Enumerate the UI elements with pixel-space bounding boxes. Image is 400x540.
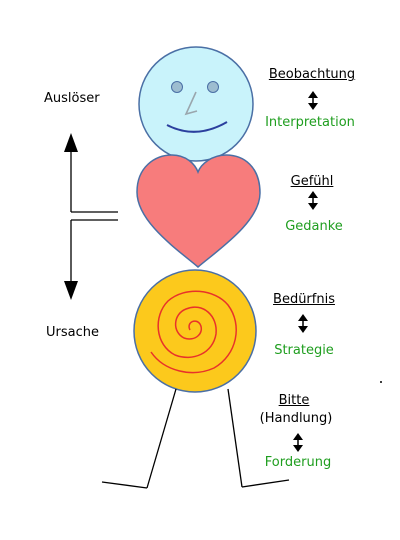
right-eye: [207, 81, 219, 93]
demand-label: Forderung: [264, 455, 332, 470]
double-arrow-icon: [308, 191, 318, 210]
left-eye: [171, 81, 183, 93]
double-arrow-icon: [298, 314, 308, 333]
heart-shape: [136, 154, 261, 268]
right-foot: [241, 479, 290, 488]
action-label: (Handlung): [259, 411, 333, 426]
observation-label: Beobachtung: [268, 67, 356, 82]
smile: [166, 121, 228, 133]
double-arrow-icon: [308, 91, 318, 110]
cause-label: Ursache: [46, 325, 99, 340]
sun-circle: [133, 269, 257, 393]
right-leg: [227, 388, 243, 488]
interpretation-label: Interpretation: [265, 115, 355, 130]
face-circle: [138, 46, 254, 162]
upward-arrow-head: [64, 133, 78, 152]
downward-arrow-head: [64, 281, 78, 300]
double-arrow-icon: [293, 433, 303, 452]
spiral: [150, 290, 237, 374]
feeling-label: Gefühl: [290, 174, 334, 189]
need-label: Bedürfnis: [273, 292, 335, 307]
thought-label: Gedanke: [285, 219, 343, 234]
strategy-label: Strategie: [274, 343, 334, 358]
left-leg: [146, 388, 177, 489]
nose: [184, 91, 198, 116]
left-foot: [101, 481, 148, 489]
trigger-label: Auslöser: [44, 91, 100, 106]
stray-dot: [380, 381, 382, 383]
request-label: Bitte: [278, 393, 310, 408]
